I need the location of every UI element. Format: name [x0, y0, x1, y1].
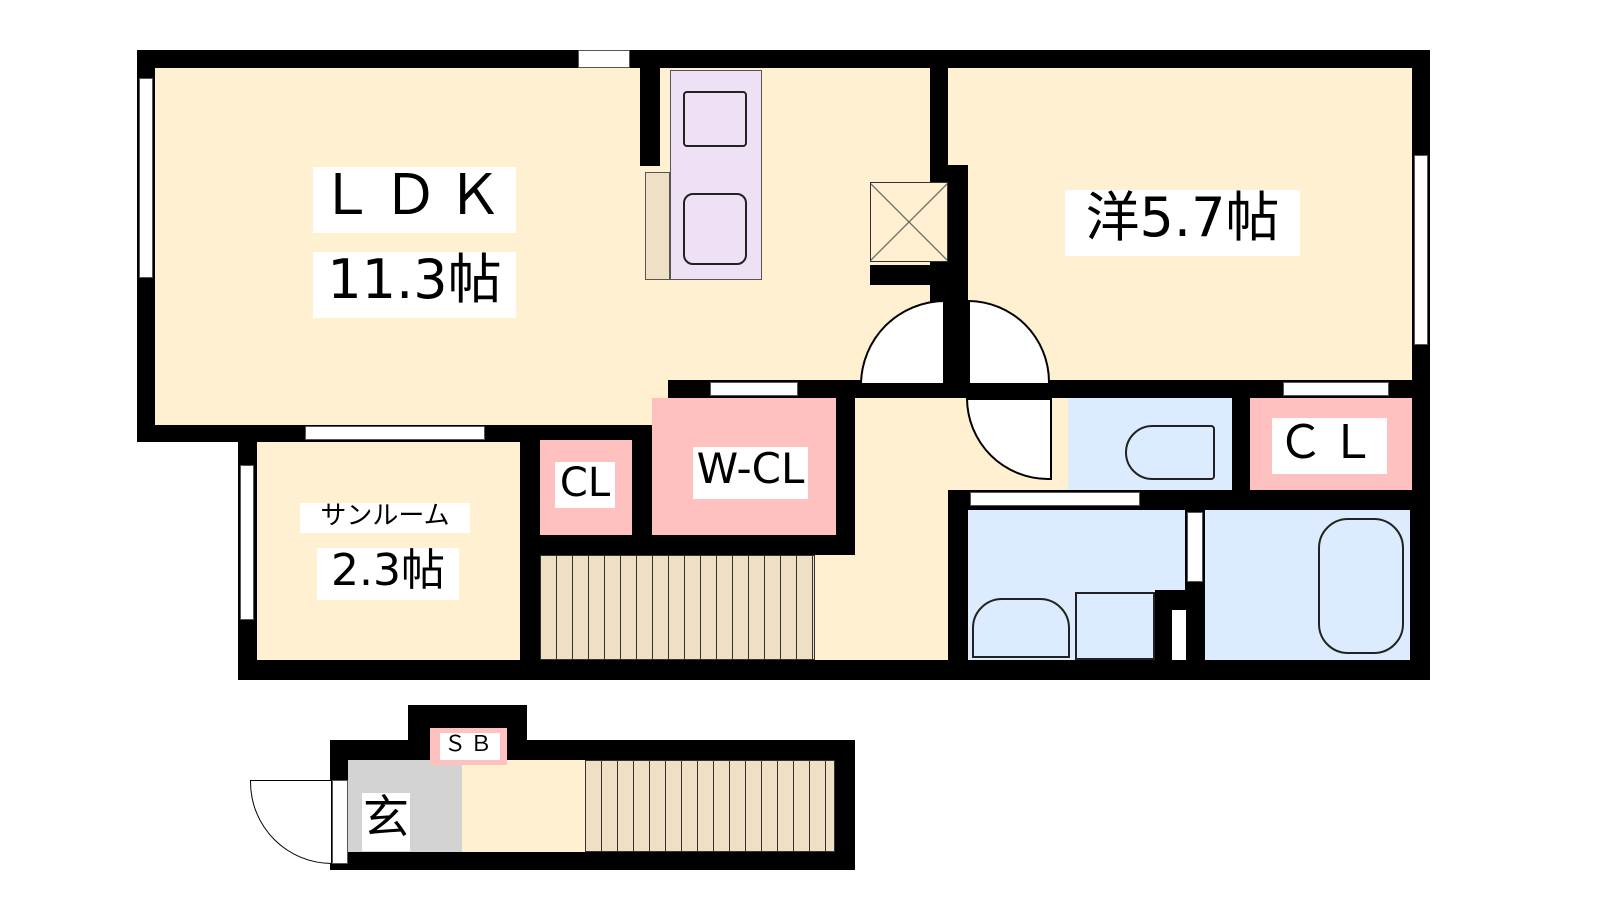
ldk-room-lower: [155, 378, 668, 425]
sunroom-window[interactable]: [305, 426, 485, 440]
washing-machine-icon: [1075, 592, 1155, 660]
fridge-space: [870, 182, 948, 262]
washroom-door[interactable]: [970, 492, 1140, 506]
stove-icon: [683, 91, 747, 147]
cl-right-door[interactable]: [1283, 382, 1389, 396]
entrance-door[interactable]: [250, 780, 332, 864]
entrance-hall: [462, 760, 585, 852]
kitchen-wall: [640, 68, 660, 166]
sunroom-size: 2.3帖: [317, 547, 459, 600]
staircase[interactable]: [540, 555, 815, 660]
front-door[interactable]: [578, 50, 630, 68]
sunroom-label: サンルーム: [300, 502, 470, 533]
cl-small-label: CL: [555, 462, 615, 508]
toilet-icon: [1125, 425, 1215, 480]
bath-door[interactable]: [1187, 512, 1203, 582]
partition-wall: [930, 68, 948, 168]
western-window[interactable]: [1414, 155, 1428, 345]
ldk-window[interactable]: [139, 78, 153, 278]
cl-right-label: ＣＬ: [1272, 418, 1387, 474]
shoebox-label: ＳＢ: [440, 733, 500, 760]
western-label: 洋5.7帖: [1065, 189, 1300, 256]
entrance-staircase[interactable]: [585, 760, 835, 852]
wcl-label: W-CL: [693, 446, 808, 499]
sink-icon: [683, 193, 747, 265]
wcl-door[interactable]: [710, 382, 798, 396]
fridge-wall: [870, 265, 948, 285]
entrance-label: 玄: [362, 793, 410, 851]
sunroom-side-window[interactable]: [240, 465, 254, 620]
kitchen-counter-side: [645, 172, 670, 280]
washbasin-icon: [972, 598, 1070, 658]
stair-landing: [815, 555, 855, 660]
ldk-label: ＬＤＫ: [313, 166, 516, 233]
ldk-room: [155, 68, 930, 380]
bath-wall: [948, 490, 968, 660]
bathtub-icon: [1318, 518, 1404, 654]
ldk-size: 11.3帖: [313, 251, 516, 318]
partition-wall: [948, 165, 968, 395]
bath-door-frame: [1172, 610, 1186, 660]
entrance-door-frame: [332, 780, 348, 864]
